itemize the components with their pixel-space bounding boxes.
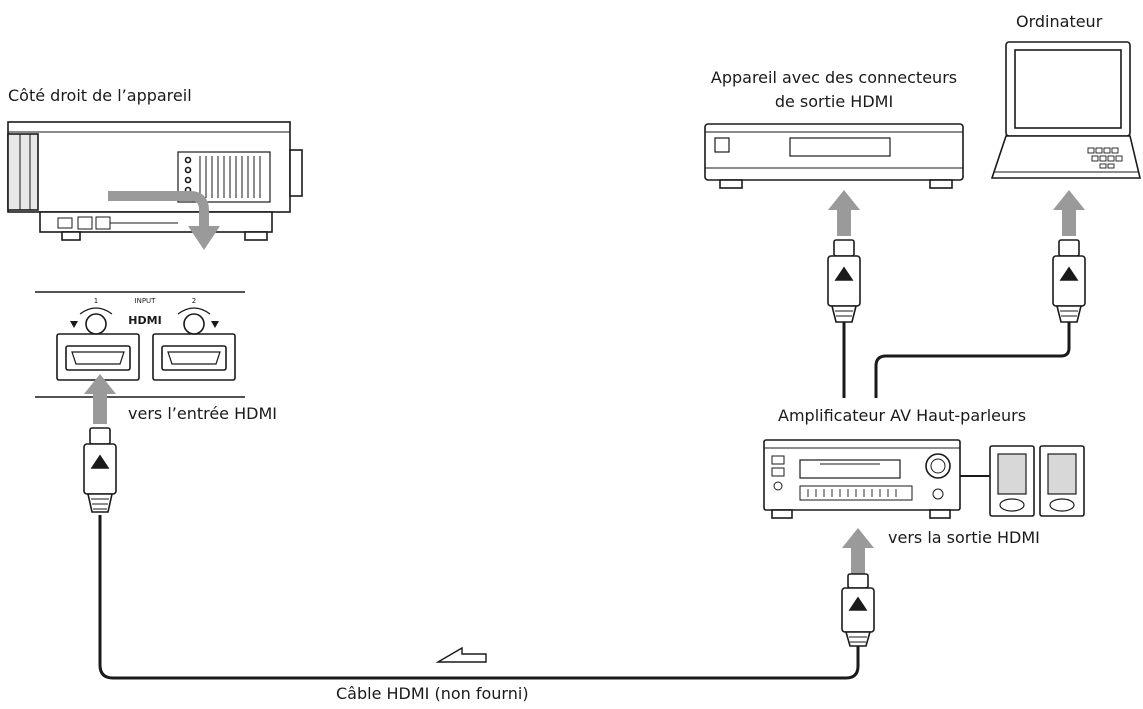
av-amplifier-illustration [763,439,961,519]
signal-direction-icon [435,646,487,663]
hdmi-plug-amplifier [841,573,875,647]
label-hdmi-output-device: Appareil avec des connecteurs de sortie … [676,66,992,114]
label-amplifier: Amplificateur AV Haut-parleurs [778,406,1027,425]
label-cable: Câble HDMI (non fourni) [336,684,529,703]
label-projector-side: Côté droit de l’appareil [8,86,192,105]
computer-illustration [990,41,1142,179]
hdmi-plug-computer [1052,239,1086,323]
label-to-hdmi-output: vers la sortie HDMI [888,528,1040,547]
hdmi-plug-output-device [827,239,861,323]
hdmi-output-device-illustration [704,123,964,189]
hdmi-plug-input [83,427,117,513]
hdmi-cable-line [98,515,860,680]
hdmi-input-panel [35,291,245,398]
label-hdmi-output-device-line-1: Appareil avec des connecteurs [710,68,958,87]
panel-hdmi-logo: HDMI [128,314,161,327]
arrow-to-output-device [828,190,860,236]
panel-port-2-label: 2 [192,297,196,305]
panel-input-label: INPUT [135,297,157,305]
arrow-to-hdmi-input [84,374,116,424]
arrow-to-computer [1053,190,1085,236]
arrow-to-amplifier-output [842,528,874,574]
speakers-illustration [989,445,1085,517]
cable-computer-to-amplifier [874,322,1071,398]
label-to-hdmi-input: vers l’entrée HDMI [128,404,277,423]
projector-illustration [7,121,303,241]
panel-port-1-label: 1 [94,297,98,305]
label-hdmi-output-device-line-2: de sortie HDMI [774,92,894,111]
projector-callout-arrow [108,191,220,250]
label-computer: Ordinateur [1016,12,1103,31]
